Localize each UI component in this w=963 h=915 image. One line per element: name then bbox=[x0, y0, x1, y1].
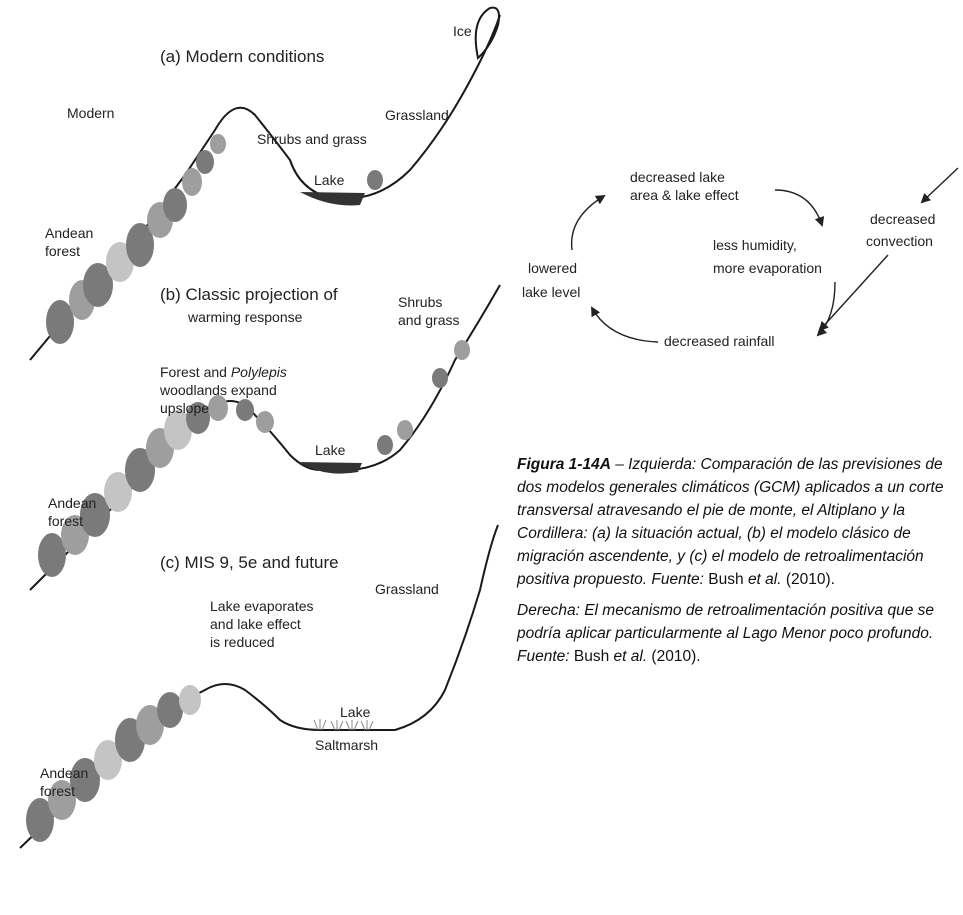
panel-c-trees bbox=[26, 685, 201, 842]
panel-b-terrain bbox=[29, 284, 501, 591]
lowered-lake-label-1: lowered bbox=[528, 260, 577, 276]
ice-label: Ice bbox=[453, 23, 472, 39]
panel-b-expand-label-3: upslope bbox=[160, 400, 209, 416]
caption-figure-number: Figura 1-14A bbox=[517, 456, 611, 473]
caption-year-1: (2010). bbox=[781, 571, 835, 588]
panel-a-forest-label-2: forest bbox=[45, 243, 80, 259]
panel-a-modern-label: Modern bbox=[67, 105, 114, 121]
panel-a-heading: (a) Modern conditions bbox=[160, 47, 324, 66]
humidity-label-1: less humidity, bbox=[713, 237, 797, 253]
panel-c-heading: (c) MIS 9, 5e and future bbox=[160, 553, 339, 572]
panel-a: (a) Modern conditions Modern Ice Grassla… bbox=[29, 6, 501, 361]
panel-b-forest-label-1: Andean bbox=[48, 495, 96, 511]
panel-c: (c) MIS 9, 5e and future Grassland Lake … bbox=[19, 524, 499, 849]
caption-year-2: (2010). bbox=[647, 648, 701, 665]
panel-c-evap-label-1: Lake evaporates bbox=[210, 598, 314, 614]
arrow-into-convection bbox=[920, 167, 959, 204]
caption-text-2: Derecha: El mecanismo de retroalimentaci… bbox=[517, 602, 934, 665]
panel-c-evap-label-2: and lake effect bbox=[210, 616, 301, 632]
caption-paragraph-1: Figura 1-14A – Izquierda: Comparación de… bbox=[517, 453, 960, 591]
arrow-lowered-to-lake bbox=[570, 194, 606, 251]
arrow-lake-to-humidity bbox=[774, 189, 825, 227]
decreased-lake-label-1: decreased lake bbox=[630, 169, 725, 185]
panel-a-trees bbox=[46, 134, 383, 344]
panel-c-grassland-label: Grassland bbox=[375, 581, 439, 597]
panel-b: (b) Classic projection of warming respon… bbox=[29, 284, 501, 591]
ice-cap bbox=[474, 6, 500, 60]
panel-c-forest-label-1: Andean bbox=[40, 765, 88, 781]
saltmarsh-grass bbox=[313, 719, 374, 731]
panel-c-lake-label: Lake bbox=[340, 704, 371, 720]
panel-c-terrain bbox=[19, 524, 499, 849]
panel-b-shrubs-label-1: Shrubs bbox=[398, 294, 442, 310]
panel-b-heading-2: warming response bbox=[187, 309, 303, 325]
caption-source-1: Bush bbox=[703, 571, 748, 588]
panel-c-evap-label-3: is reduced bbox=[210, 634, 275, 650]
arrow-humidity-to-rainfall bbox=[816, 281, 836, 337]
panel-b-shrubs-label-2: and grass bbox=[398, 312, 459, 328]
caption-text-1: – Izquierda: Comparación de las previsio… bbox=[517, 456, 944, 588]
saltmarsh-label: Saltmarsh bbox=[315, 737, 378, 753]
arrow-rainfall-to-lowered bbox=[591, 306, 659, 343]
caption-paragraph-2: Derecha: El mecanismo de retroalimentaci… bbox=[517, 599, 960, 668]
panel-b-forest-label-2: forest bbox=[48, 513, 83, 529]
panel-b-expand-label-2: woodlands expand bbox=[159, 382, 277, 398]
panel-b-expand-label-1: Forest and Polylepis bbox=[160, 364, 287, 380]
humidity-label-2: more evaporation bbox=[713, 260, 822, 276]
panel-a-forest-label-1: Andean bbox=[45, 225, 93, 241]
panel-a-grassland-label: Grassland bbox=[385, 107, 449, 123]
panel-a-lake-label: Lake bbox=[314, 172, 345, 188]
figure-caption: Figura 1-14A – Izquierda: Comparación de… bbox=[517, 453, 960, 676]
decreased-convection-label-1: decreased bbox=[870, 211, 935, 227]
panel-b-trees bbox=[38, 340, 470, 577]
panel-a-lake bbox=[300, 192, 365, 206]
panel-b-heading-1: (b) Classic projection of bbox=[160, 285, 338, 304]
decreased-rainfall-label: decreased rainfall bbox=[664, 333, 775, 349]
panel-b-lake bbox=[298, 462, 362, 474]
panel-a-shrubs-label: Shrubs and grass bbox=[257, 131, 367, 147]
caption-etal-1: et al. bbox=[747, 571, 782, 588]
panel-b-lake-label: Lake bbox=[315, 442, 346, 458]
caption-source-2: Bush bbox=[569, 648, 614, 665]
arrow-convection-to-rainfall bbox=[818, 254, 889, 332]
decreased-lake-label-2: area & lake effect bbox=[630, 187, 739, 203]
feedback-diagram: decreased lake area & lake effect decrea… bbox=[522, 167, 959, 349]
panel-c-forest-label-2: forest bbox=[40, 783, 75, 799]
lowered-lake-label-2: lake level bbox=[522, 284, 580, 300]
decreased-convection-label-2: convection bbox=[866, 233, 933, 249]
caption-etal-2: et al. bbox=[613, 648, 648, 665]
